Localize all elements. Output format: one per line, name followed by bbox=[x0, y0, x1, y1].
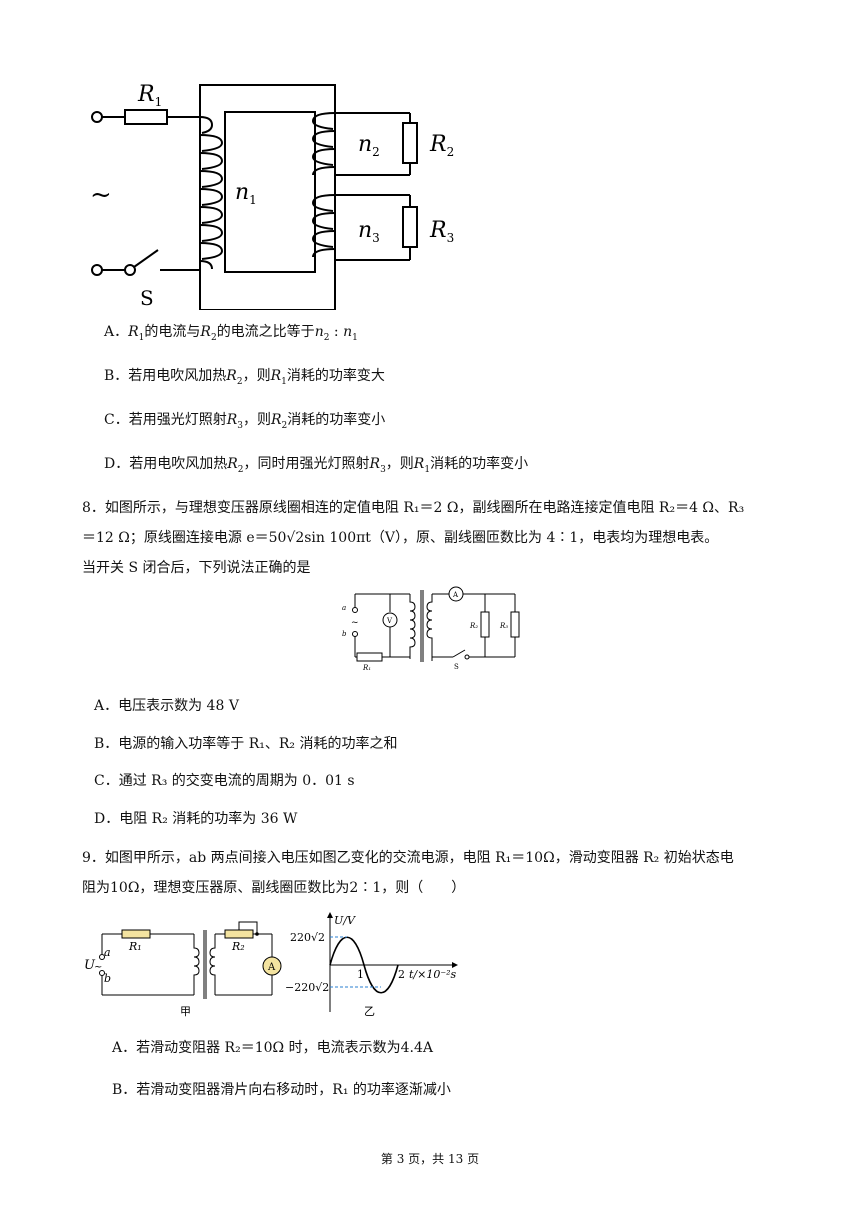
label-s: S bbox=[140, 286, 154, 310]
core-inner bbox=[224, 111, 316, 273]
q8-resistor-r3 bbox=[510, 611, 520, 638]
q9-line-1: 9．如图甲所示，ab 两点间接入电压如图乙变化的交流电源，电阻 R₁＝10Ω，滑… bbox=[82, 850, 734, 866]
label-r1: R1 bbox=[137, 82, 162, 109]
svg-text:R₃: R₃ bbox=[499, 622, 508, 630]
svg-text:R₂: R₂ bbox=[231, 940, 245, 953]
label-n2: n2 bbox=[358, 132, 380, 159]
q8-option-c[interactable]: C．通过 R₃ 的交变电流的周期为 0．01 s bbox=[94, 773, 355, 789]
svg-text:A: A bbox=[452, 591, 459, 599]
circuit-and-graph-figure-q9: U a b ~ R₁ R₂ A U/V 1 2 t/×10⁻²s 220√2 −… bbox=[84, 912, 458, 1017]
label-r3: R3 bbox=[429, 218, 454, 245]
q8-resistor-r1 bbox=[356, 652, 383, 662]
core-outer bbox=[199, 84, 336, 310]
q8-resistor-r2 bbox=[480, 611, 490, 638]
terminal-bottom bbox=[91, 264, 103, 276]
q9-stem: 9．如图甲所示，ab 两点间接入电压如图乙变化的交流电源，电阻 R₁＝10Ω，滑… bbox=[82, 843, 782, 903]
svg-text:R₁: R₁ bbox=[128, 940, 142, 953]
circuit-figure-q8: a b ~ V A R₁ R₂ R₃ S bbox=[342, 586, 520, 672]
q8-stem: 8．如图所示，与理想变压器原线圈相连的定值电阻 R₁＝2 Ω，副线圈所在电路连接… bbox=[82, 493, 782, 583]
svg-text:~: ~ bbox=[94, 962, 102, 973]
q8-option-b[interactable]: B．电源的输入功率等于 R₁、R₂ 消耗的功率之和 bbox=[94, 736, 398, 752]
q7-option-a[interactable]: A．R1的电流与R2的电流之比等于n2 : n1 bbox=[104, 324, 358, 343]
svg-text:S: S bbox=[454, 663, 459, 671]
q9-option-b[interactable]: B．若滑动变阻器滑片向右移动时，R₁ 的功率逐渐减小 bbox=[112, 1082, 451, 1098]
svg-text:V: V bbox=[386, 617, 393, 625]
label-n1: n1 bbox=[235, 180, 257, 207]
svg-text:R₁: R₁ bbox=[362, 664, 371, 672]
svg-text:t/×10⁻²s: t/×10⁻²s bbox=[409, 968, 457, 981]
q9-option-a[interactable]: A．若滑动变阻器 R₂＝10Ω 时，电流表示数为4.4A bbox=[112, 1040, 433, 1056]
svg-text:a: a bbox=[104, 946, 111, 959]
svg-text:a: a bbox=[342, 604, 346, 612]
svg-text:~: ~ bbox=[351, 618, 359, 628]
transformer-figure-q7: R1 R2 R3 n1 n2 n3 ~ S bbox=[90, 82, 454, 310]
terminal-top bbox=[91, 111, 103, 123]
svg-text:b: b bbox=[104, 972, 111, 985]
resistor-r3 bbox=[402, 206, 418, 248]
label-n3: n3 bbox=[358, 218, 380, 245]
svg-text:2: 2 bbox=[398, 968, 405, 981]
svg-text:220√2: 220√2 bbox=[290, 931, 325, 944]
q8-line-1: 8．如图所示，与理想变压器原线圈相连的定值电阻 R₁＝2 Ω，副线圈所在电路连接… bbox=[82, 500, 745, 516]
svg-text:A: A bbox=[267, 962, 276, 973]
page-footer: 第 3 页，共 13 页 bbox=[380, 1152, 480, 1166]
q7-option-c[interactable]: C．若用强光灯照射R3，则R2消耗的功率变小 bbox=[104, 412, 386, 431]
label-r2: R2 bbox=[429, 132, 454, 159]
svg-text:甲: 甲 bbox=[180, 1005, 191, 1017]
svg-text:U: U bbox=[84, 958, 96, 973]
svg-text:−220√2: −220√2 bbox=[285, 981, 329, 994]
resistor-r1 bbox=[124, 109, 168, 125]
q9-resistor-r1 bbox=[121, 929, 151, 939]
q8-line-2: ＝12 Ω；原线圈连接电源 e＝50√2sin 100πt（V），原、副线圈匝数… bbox=[82, 530, 719, 546]
q7-option-b[interactable]: B．若用电吹风加热R2，则R1消耗的功率变大 bbox=[104, 368, 385, 387]
svg-text:1: 1 bbox=[357, 968, 364, 981]
q8-option-d[interactable]: D．电阻 R₂ 消耗的功率为 36 W bbox=[94, 811, 298, 827]
svg-text:U/V: U/V bbox=[334, 914, 356, 927]
switch-s bbox=[124, 264, 136, 276]
svg-text:乙: 乙 bbox=[364, 1005, 375, 1017]
q8-option-a[interactable]: A．电压表示数为 48 V bbox=[94, 698, 239, 714]
svg-text:R₂: R₂ bbox=[469, 622, 478, 630]
svg-text:b: b bbox=[342, 630, 347, 638]
resistor-r2 bbox=[402, 122, 418, 164]
q9-sine-curve bbox=[329, 936, 399, 994]
q7-option-d[interactable]: D．若用电吹风加热R2，同时用强光灯照射R3，则R1消耗的功率变小 bbox=[104, 456, 529, 475]
q9-line-2: 阻为10Ω，理想变压器原、副线圈匝数比为2∶1，则（ ） bbox=[82, 880, 466, 896]
ac-symbol: ~ bbox=[90, 180, 112, 210]
q9-rheostat-r2 bbox=[224, 929, 254, 939]
q8-line-3: 当开关 S 闭合后，下列说法正确的是 bbox=[82, 560, 311, 576]
